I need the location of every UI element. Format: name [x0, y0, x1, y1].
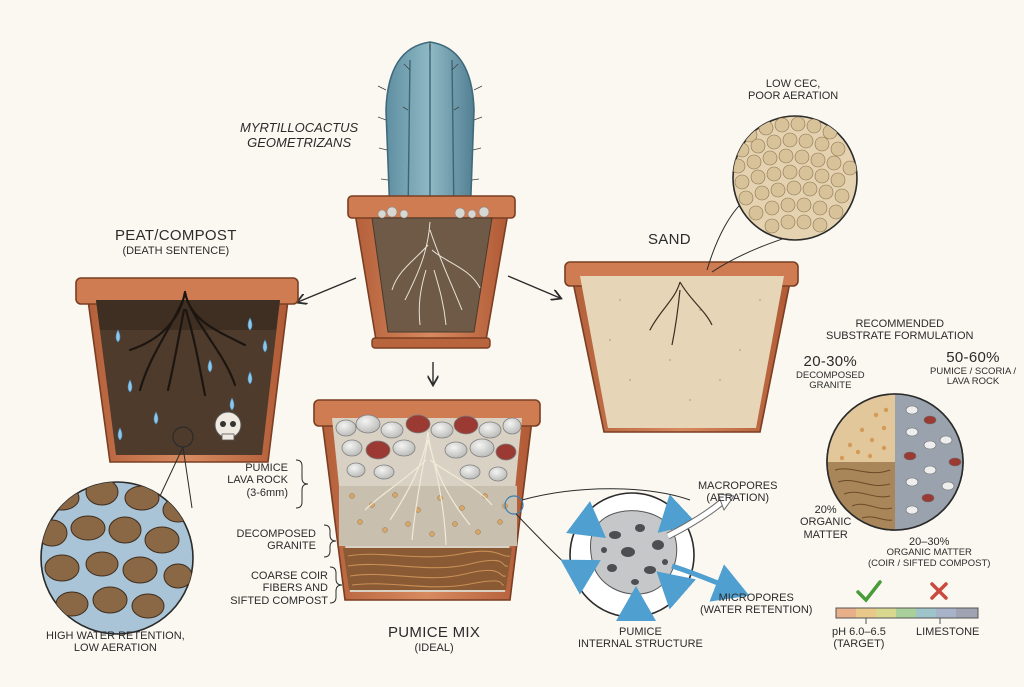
layer-granite-line2: GRANITE	[267, 540, 316, 553]
slice-coir-percent: 20–30%	[909, 536, 950, 548]
flow-arrows	[298, 275, 560, 384]
layer-label-pumice: PUMICE LAVA ROCK (3-6mm)	[227, 462, 288, 499]
pumice-mix-title: PUMICE MIX	[388, 624, 481, 641]
peat-heading: PEAT/COMPOST (DEATH SENTENCE)	[115, 227, 237, 257]
layer-pumice-line2: LAVA ROCK	[227, 474, 288, 487]
micropores-label: MICROPORES (WATER RETENTION)	[700, 592, 812, 617]
layer-coir-line2: FIBERS AND	[262, 582, 328, 595]
macropores-title: MACROPORES	[698, 480, 778, 492]
cactus-name-line2: GEOMETRIZANS	[247, 134, 352, 150]
cactus-name: MYRTILLOCACTUS GEOMETRIZANS	[240, 120, 359, 150]
sand-zoom-caption: LOW CEC, POOR AERATION	[748, 78, 838, 103]
cactus-pot	[347, 41, 516, 349]
pumice-structure-caption: PUMICE INTERNAL STRUCTURE	[578, 626, 703, 651]
formulation-title-line1: RECOMMENDED	[855, 318, 945, 330]
peat-subtitle: (DEATH SENTENCE)	[122, 244, 230, 257]
peat-title: PEAT/COMPOST	[115, 227, 237, 244]
slice-granite-line1: DECOMPOSED	[796, 369, 865, 381]
peat-zoom-caption: HIGH WATER RETENTION, LOW AERATION	[46, 630, 185, 655]
slice-label-organic-coir: 20–30% ORGANIC MATTER (COIR / SIFTED COM…	[868, 536, 990, 570]
pumice-mix-subtitle: (IDEAL)	[414, 641, 454, 654]
layer-label-granite: DECOMPOSED GRANITE	[237, 528, 316, 553]
ph-scale	[835, 580, 979, 624]
ph-target-label: pH 6.0–6.5 (TARGET)	[832, 626, 886, 651]
slice-pumice-line2: LAVA ROCK	[946, 376, 1000, 388]
layer-pumice-line1: PUMICE	[245, 462, 288, 474]
slice-organic-line1: ORGANIC	[800, 516, 852, 529]
ph-target-value: pH 6.0–6.5	[832, 626, 886, 638]
ph-target-note: (TARGET)	[833, 638, 885, 651]
slice-pumice-line1: PUMICE / SCORIA /	[930, 365, 1017, 377]
slice-granite-percent: 20-30%	[803, 353, 858, 370]
micropores-title: MICROPORES	[718, 592, 794, 604]
ph-bad-label: LIMESTONE	[916, 626, 980, 638]
pumice-structure-line2: INTERNAL STRUCTURE	[578, 638, 703, 651]
slice-granite-line2: GRANITE	[809, 380, 852, 392]
pumice-mix-heading: PUMICE MIX (IDEAL)	[388, 624, 481, 654]
layer-coir-line1: COARSE COIR	[250, 570, 328, 582]
slice-coir-line2: (COIR / SIFTED COMPOST)	[868, 557, 991, 569]
peat-pot	[75, 277, 299, 509]
layer-label-coir: COARSE COIR FIBERS AND SIFTED COMPOST	[230, 570, 328, 607]
slice-pumice-percent: 50-60%	[946, 349, 1000, 366]
pumice-mix-pot	[313, 399, 691, 613]
sand-zoom-line1: LOW CEC,	[765, 78, 821, 90]
micropores-note: (WATER RETENTION)	[700, 604, 813, 617]
layer-brackets	[295, 459, 343, 604]
slice-label-organic: 20% ORGANIC MATTER	[800, 504, 851, 541]
peat-zoom-line1: HIGH WATER RETENTION,	[46, 630, 185, 642]
macropores-label: MACROPORES (AERATION)	[698, 480, 777, 505]
formulation-heading: RECOMMENDED SUBSTRATE FORMULATION	[826, 318, 974, 343]
layer-granite-line1: DECOMPOSED	[236, 528, 316, 540]
check-icon	[856, 580, 882, 603]
layer-coir-line3: SIFTED COMPOST	[230, 594, 328, 607]
sand-zoom-line2: POOR AERATION	[748, 90, 839, 103]
slice-label-pumice: 50-60% PUMICE / SCORIA / LAVA ROCK	[930, 349, 1017, 388]
pumice-structure-circle	[560, 492, 750, 621]
slice-label-granite: 20-30% DECOMPOSED GRANITE	[796, 353, 865, 392]
pie-slice-granite	[827, 394, 895, 462]
water-drops	[115, 317, 268, 441]
slice-organic-line2: MATTER	[803, 528, 848, 541]
pie-slice-organic	[827, 462, 895, 530]
macropores-note: (AERATION)	[706, 492, 770, 505]
peat-zoom-line2: LOW AERATION	[73, 642, 157, 655]
layer-pumice-line3: (3-6mm)	[246, 486, 288, 499]
formulation-pie	[826, 393, 964, 531]
skull-icon	[214, 411, 242, 441]
slice-coir-line1: ORGANIC MATTER	[886, 547, 972, 559]
cross-icon	[930, 582, 948, 600]
formulation-title-line2: SUBSTRATE FORMULATION	[826, 330, 974, 343]
sand-title: SAND	[648, 231, 691, 248]
peat-zoom-circle	[40, 481, 194, 635]
pumice-structure-line1: PUMICE	[619, 626, 662, 638]
sand-zoom-circle	[732, 115, 858, 241]
cactus-name-line1: MYRTILLOCACTUS	[240, 120, 359, 135]
slice-organic-percent: 20%	[814, 504, 837, 516]
